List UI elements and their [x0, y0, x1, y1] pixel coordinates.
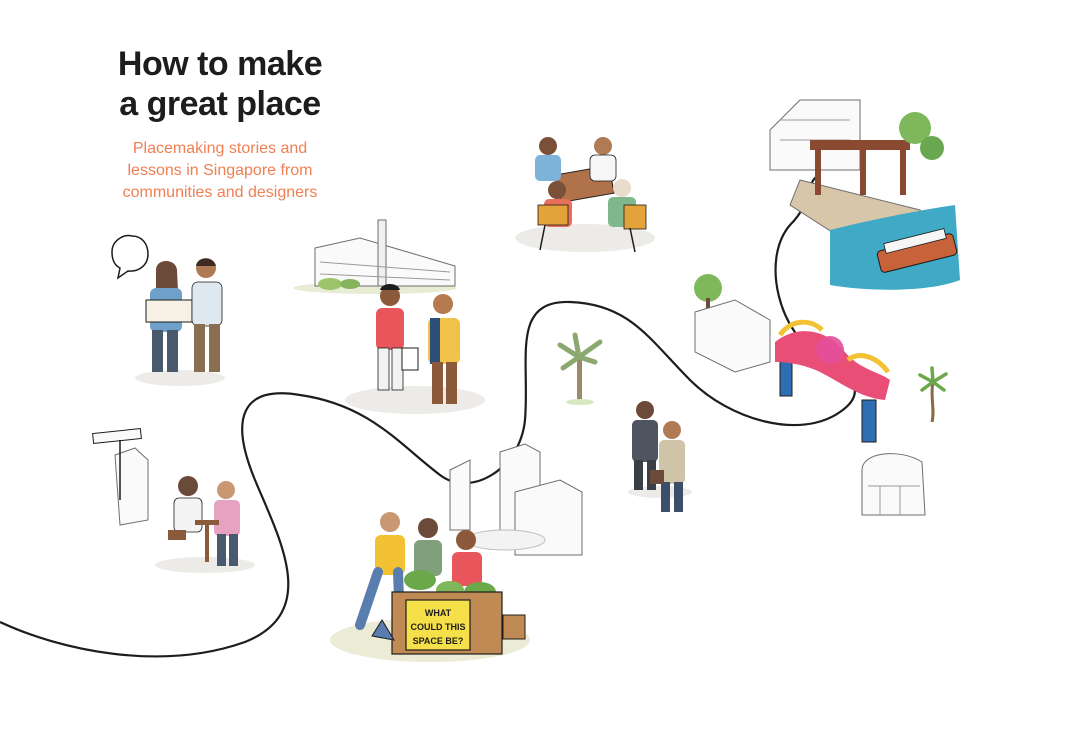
subtitle-line-3: communities and designers [122, 184, 318, 201]
speech-bubble-icon [111, 234, 149, 280]
people-at-table [515, 137, 655, 253]
street-corner-scene [92, 427, 255, 573]
sign-line-1: WHAT [425, 608, 452, 618]
sign-line-3: SPACE BE? [413, 636, 464, 646]
business-handshake [628, 401, 692, 512]
page-title-line-2: a great place [119, 85, 321, 123]
people-reading-map [111, 234, 225, 386]
subtitle-line-2: lessons in Singapore from [127, 162, 313, 179]
domed-building [861, 453, 926, 516]
heritage-arch-scene [694, 274, 891, 443]
subtitle-line-1: Placemaking stories and [132, 140, 308, 157]
sign-line-2: COULD THIS [411, 622, 466, 632]
building-with-walkers [293, 219, 485, 414]
coconut-tree-icon [918, 366, 948, 423]
palm-tree-icon [557, 332, 603, 405]
subtitle: Placemaking stories and lessons in Singa… [60, 138, 380, 204]
title-block: How to make a great place Placemaking st… [60, 44, 380, 204]
riverside-scene [769, 99, 960, 290]
community-stall-scene: WHAT COULD THIS SPACE BE? [330, 443, 583, 662]
page-title-line-1: How to make [117, 45, 323, 83]
